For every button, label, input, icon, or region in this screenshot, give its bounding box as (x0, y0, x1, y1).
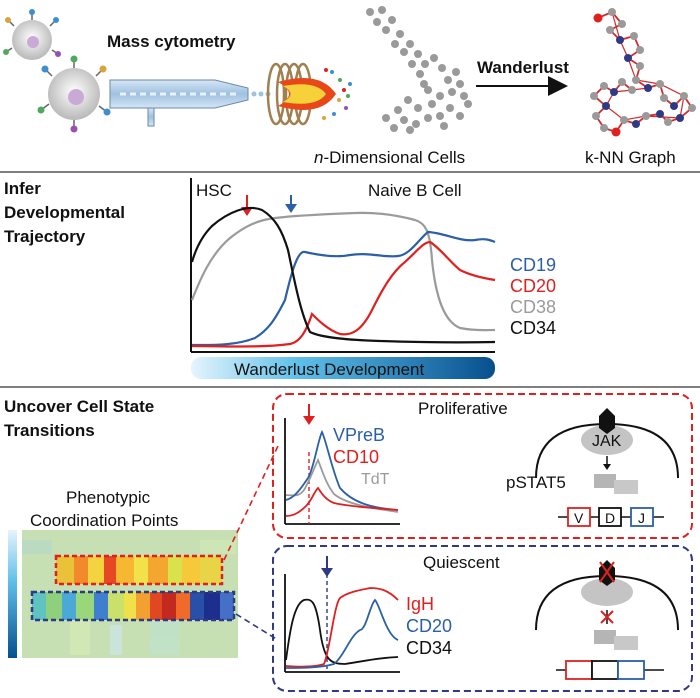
hsc-label: HSC (196, 181, 232, 200)
quiescent-title: Quiescent (423, 553, 500, 572)
cd10-curve (285, 486, 399, 517)
connector-quiescent (235, 613, 279, 641)
n-dimensional-cells-label: -Dimensional Cells (323, 148, 465, 167)
legend-cd20: CD20 (510, 276, 556, 296)
svg-text:n-Dimensional Cells: n-Dimensional Cells (314, 148, 465, 167)
quies-gene-box-3 (617, 660, 645, 680)
blue-arrow-icon (285, 204, 297, 213)
quies-gene-box-2 (591, 660, 619, 680)
signal-block-x-icon (600, 610, 614, 624)
section2-title-line1: Uncover Cell State (4, 397, 154, 416)
quiescent-panel: Quiescent IgH CD20 CD34 (272, 545, 693, 692)
legend-vpreb: VPreB (333, 425, 385, 445)
heatmap-row-quiescent (30, 590, 236, 622)
quies-gene-box-1 (565, 660, 593, 680)
receptor-icon (599, 408, 615, 434)
quies-cd20-curve (285, 598, 399, 669)
phenotypic-label: Phenotypic (66, 488, 151, 507)
section1-title-line3: Trajectory (4, 227, 86, 246)
receptor-block-x-icon (599, 561, 615, 583)
gene-j-label: J (638, 510, 645, 526)
section1-title-line1: Infer (4, 179, 41, 198)
quies-stat-block-1 (594, 630, 616, 644)
vpreb-curve (285, 429, 399, 511)
legend-cd34: CD34 (510, 318, 556, 338)
coordination-points-label: Coordination Points (30, 511, 178, 530)
proliferative-title: Proliferative (418, 399, 508, 418)
quies-jak-blob (581, 578, 633, 606)
pstat5-block-1 (594, 474, 616, 488)
legend-quies-cd20: CD20 (406, 616, 452, 636)
cd20-curve (191, 240, 496, 348)
legend-tdt: TdT (361, 471, 390, 488)
n-dimensional-cells-icon (366, 6, 472, 134)
quies-stat-block-2 (614, 636, 638, 650)
gene-d-box (598, 507, 622, 527)
gene-d-label: D (605, 510, 615, 526)
quies-cd34-curve (285, 598, 399, 665)
cd38-curve (190, 211, 496, 332)
gene-v-box (567, 507, 591, 527)
section1-title-line2: Developmental (4, 203, 125, 222)
igh-curve (285, 587, 399, 668)
heatmap-row-proliferative (54, 554, 224, 586)
jak-blob (581, 425, 633, 455)
prolif-arrow-icon (303, 416, 315, 425)
jak-label: JAK (592, 433, 622, 450)
knn-graph-label: k-NN Graph (585, 148, 676, 167)
mass-cytometry-label: Mass cytometry (107, 32, 236, 51)
naive-b-cell-label: Naive B Cell (368, 181, 462, 200)
pstat5-label: pSTAT5 (506, 473, 566, 492)
legend-cd10: CD10 (333, 447, 379, 467)
wanderlust-development-label: Wanderlust Development (234, 360, 425, 379)
quies-arrow-icon (321, 568, 333, 577)
legend-quies-cd34: CD34 (406, 638, 452, 658)
wanderlust-label: Wanderlust (477, 58, 569, 77)
section2-title-line2: Transitions (4, 421, 95, 440)
header-section: Mass cytometry (3, 6, 696, 167)
section-cell-state-transitions: Uncover Cell State Transitions Phenotypi… (4, 393, 693, 692)
legend-cd38: CD38 (510, 297, 556, 317)
nebulizer-icon (109, 79, 271, 127)
section-infer-trajectory: Infer Developmental Trajectory HSC Naive… (4, 178, 556, 379)
proliferative-panel: Proliferative VPreB CD10 TdT JAK pSTAT5 (272, 393, 693, 539)
cd34-curve (190, 206, 496, 344)
gene-v-label: V (574, 510, 584, 526)
jak-arrow-icon (603, 464, 611, 470)
pstat5-block-2 (614, 480, 638, 494)
wanderlust-development-bar (191, 357, 495, 379)
tdt-curve (285, 457, 399, 513)
heatmap-colorbar (8, 530, 17, 658)
n-letter: n (314, 148, 323, 167)
gene-j-box (630, 507, 654, 527)
legend-igh: IgH (406, 594, 434, 614)
knn-graph-icon (590, 8, 696, 137)
large-cell-icon (37, 55, 111, 133)
plasma-torch-icon (266, 62, 352, 126)
small-cell-icon (3, 9, 61, 60)
legend-cd19: CD19 (510, 255, 556, 275)
cd19-curve (191, 230, 496, 347)
connector-proliferative (223, 445, 279, 561)
